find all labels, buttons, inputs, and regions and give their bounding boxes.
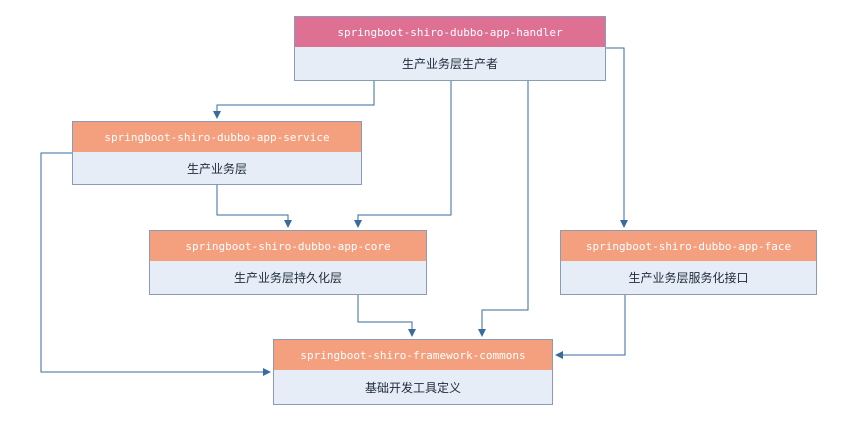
node-handler: springboot-shiro-dubbo-app-handler 生产业务层… (294, 16, 606, 81)
node-handler-description: 生产业务层生产者 (295, 47, 605, 80)
node-service-description: 生产业务层 (73, 152, 361, 184)
edge-service-to-core (216, 185, 292, 228)
node-commons-title: springboot-shiro-framework-commons (274, 340, 552, 372)
node-face: springboot-shiro-dubbo-app-face 生产业务层服务化… (560, 230, 817, 295)
edge-service-to-commons (40, 152, 271, 376)
node-core: springboot-shiro-dubbo-app-core 生产业务层持久化… (149, 230, 427, 295)
node-face-title: springboot-shiro-dubbo-app-face (561, 231, 816, 263)
node-service: springboot-shiro-dubbo-app-service 生产业务层 (72, 121, 362, 185)
node-commons-description: 基础开发工具定义 (274, 370, 552, 404)
node-core-description: 生产业务层持久化层 (150, 261, 426, 294)
edge-handler-to-face (606, 47, 628, 228)
edge-handler-to-commons (478, 81, 529, 337)
node-commons: springboot-shiro-framework-commons 基础开发工… (273, 339, 553, 405)
edge-core-to-commons (357, 295, 416, 337)
edge-face-to-commons (555, 295, 626, 359)
node-core-title: springboot-shiro-dubbo-app-core (150, 231, 426, 263)
node-handler-title: springboot-shiro-dubbo-app-handler (295, 17, 605, 49)
node-service-title: springboot-shiro-dubbo-app-service (73, 122, 361, 154)
node-face-description: 生产业务层服务化接口 (561, 261, 816, 294)
edge-handler-to-service (213, 81, 375, 119)
edge-handler-to-core (354, 81, 452, 228)
